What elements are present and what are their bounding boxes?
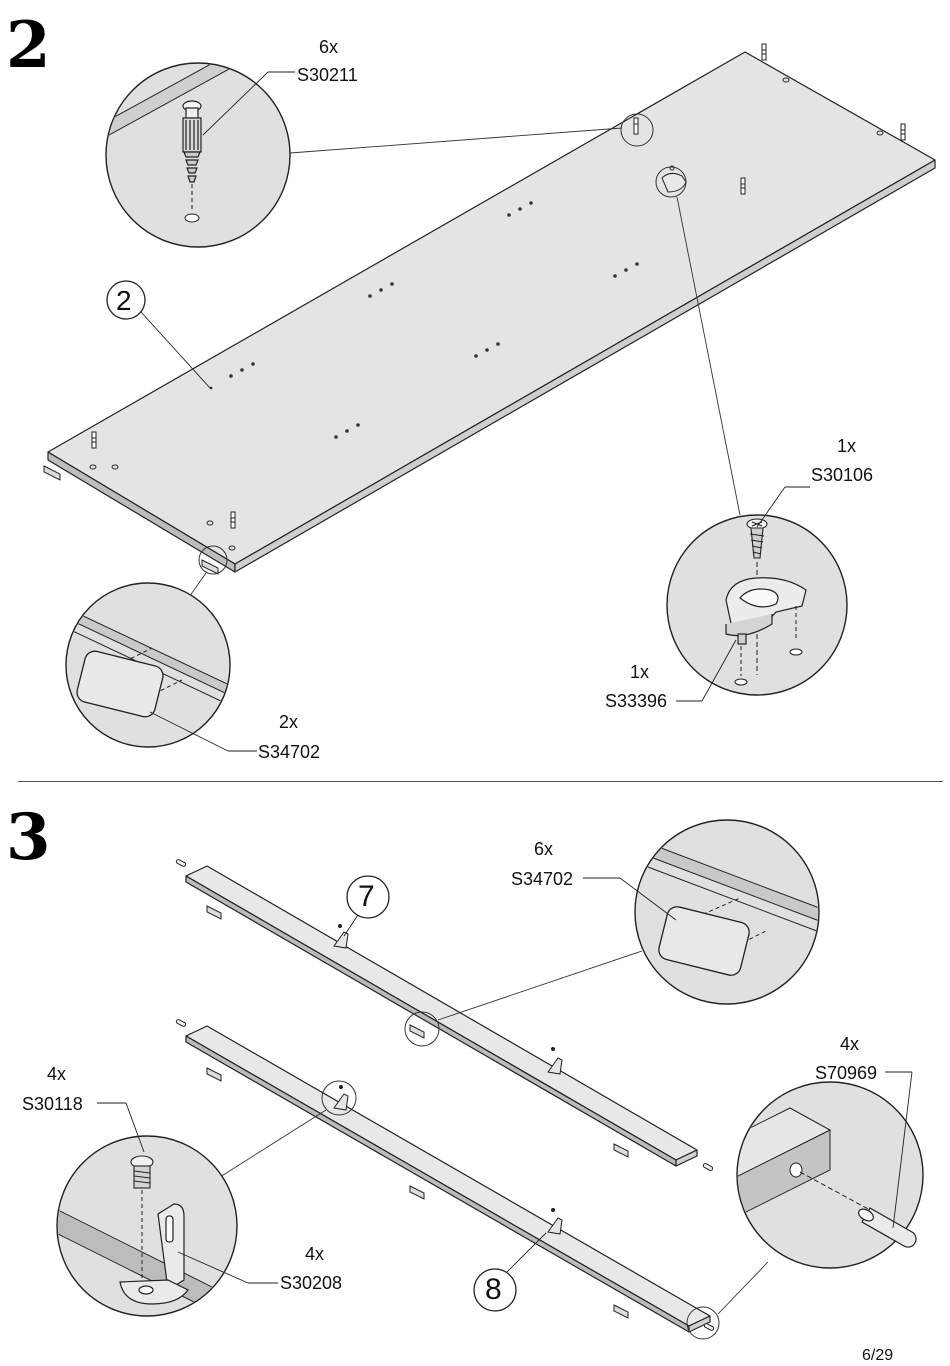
rail-8: [185, 1025, 711, 1333]
angle-bracket-qty: 4x: [305, 1244, 325, 1264]
detail-bracket: [666, 514, 848, 696]
dowel-qty: 4x: [840, 1034, 860, 1054]
step-2-number: 2: [6, 8, 51, 83]
glide-qty: 2x: [279, 712, 299, 732]
panel-2: [47, 51, 936, 573]
step-3-number: 3: [6, 800, 51, 875]
panel-callout: 2: [116, 285, 132, 316]
detail-glide: [65, 582, 231, 748]
glide2-qty: 6x: [534, 839, 554, 859]
glide-code: S34702: [258, 742, 321, 762]
detail-glide-2: [634, 819, 820, 1005]
panel-bolts: [91, 43, 906, 529]
bracket-qty: 1x: [630, 662, 650, 682]
screw-code: S30106: [811, 465, 874, 485]
page-number: 6/29: [862, 1347, 894, 1364]
detail-cam-bolt: [105, 62, 291, 248]
cam-bolt-code: S30211: [297, 65, 358, 85]
screw-qty: 1x: [837, 436, 857, 456]
screw2-qty: 4x: [47, 1064, 67, 1084]
rail-7: [185, 865, 698, 1167]
detail-dowel: [736, 1081, 924, 1269]
rail-top-callout: 7: [358, 880, 375, 913]
bracket-code: S33396: [605, 691, 668, 711]
cam-bolt-qty: 6x: [319, 37, 339, 57]
step-divider: [18, 781, 943, 782]
detail-angle-bracket: [56, 1135, 238, 1317]
angle-bracket-code: S30208: [280, 1273, 343, 1293]
dowel-code: S70969: [815, 1063, 878, 1083]
screw2-code: S30118: [22, 1094, 83, 1114]
panel-holes: [209, 201, 639, 439]
glide2-code: S34702: [511, 869, 574, 889]
rail-bottom-callout: 8: [485, 1273, 502, 1306]
